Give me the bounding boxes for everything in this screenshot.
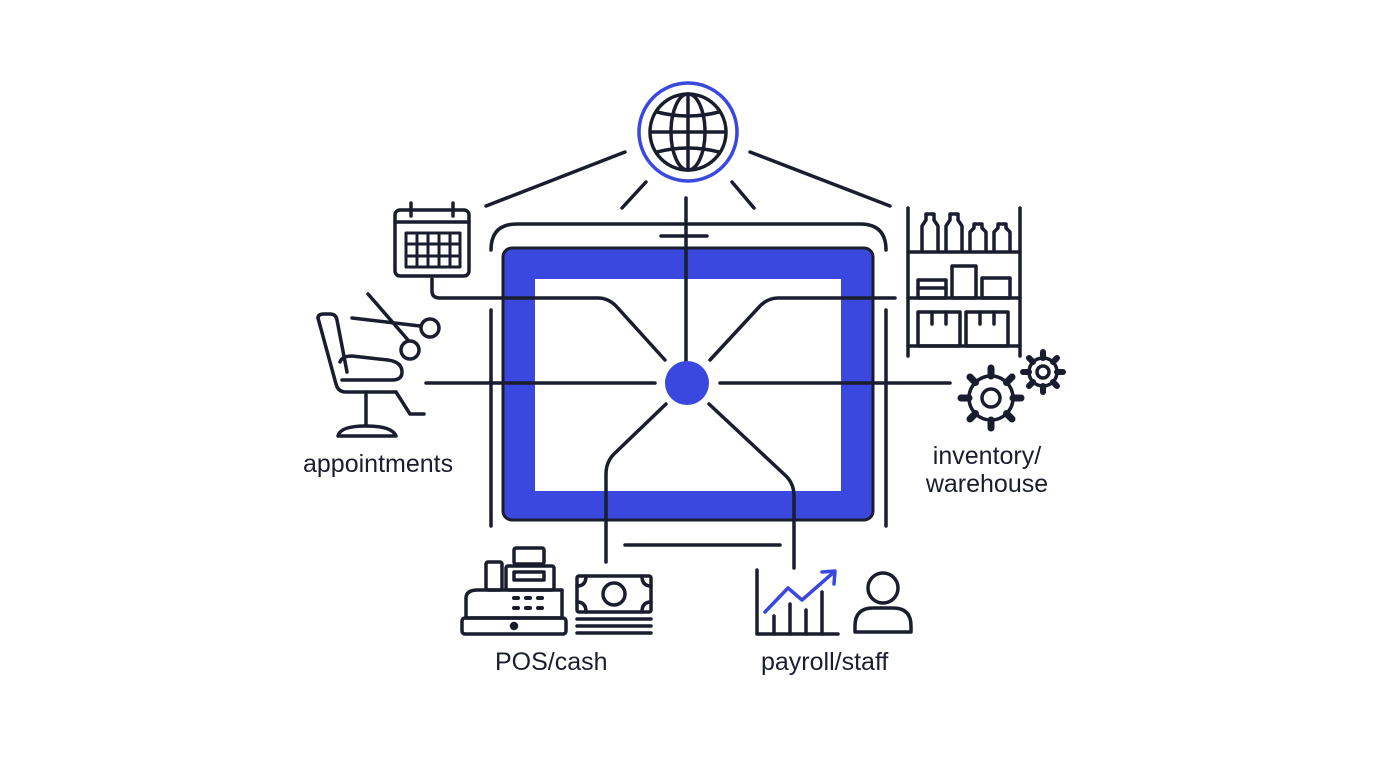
globe-icon: [637, 81, 739, 183]
globe-connectors: [484, 150, 892, 210]
growth-chart-icon: [755, 568, 840, 636]
calendar-icon: [393, 201, 471, 278]
salon-chair-scissors-icon: [316, 292, 441, 438]
label-inventory-warehouse: inventory/ warehouse: [906, 442, 1068, 498]
label-inventory-line1: inventory/: [932, 442, 1042, 470]
hub-node: [665, 361, 709, 405]
label-pos-cash: POS/cash: [495, 648, 608, 676]
label-payroll-staff: payroll/staff: [761, 648, 889, 676]
gears-icon: [957, 349, 1066, 432]
connector-lines: [424, 196, 952, 570]
cash-register-icon: [460, 546, 568, 636]
label-appointments: appointments: [303, 450, 454, 478]
user-icon: [853, 571, 913, 634]
outer-frame: [489, 222, 888, 547]
label-inventory-line2: warehouse: [925, 470, 1049, 498]
shelves-icon: [906, 206, 1022, 358]
banknote-icon: [575, 574, 653, 635]
